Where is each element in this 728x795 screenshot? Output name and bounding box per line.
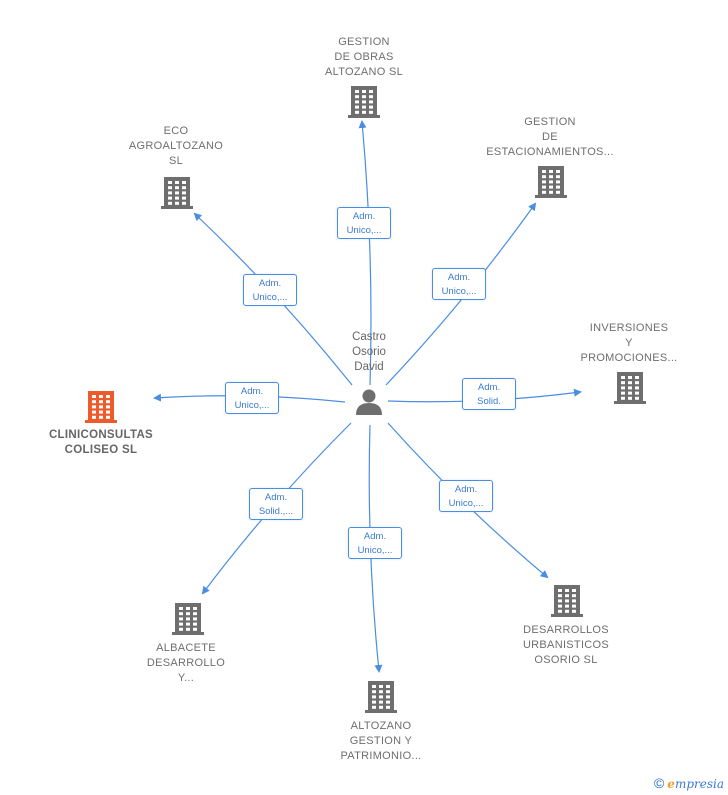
- building-icon-inversiones-promociones[interactable]: [614, 372, 646, 404]
- company-label-inversiones-promociones[interactable]: INVERSIONES Y PROMOCIONES...: [580, 322, 678, 364]
- role-badge-eco-agroaltozano[interactable]: Adm. Unico,...: [243, 274, 297, 306]
- company-label-altozano-gestion[interactable]: ALTOZANO GESTION Y PATRIMONIO...: [340, 720, 422, 762]
- person-name-label[interactable]: Castro Osorio David: [352, 331, 386, 373]
- building-icon-eco-agroaltozano[interactable]: [161, 177, 193, 209]
- brand-logo: empresia: [667, 777, 724, 791]
- company-label-desarrollos-urbanisticos[interactable]: DESARROLLOS URBANISTICOS OSORIO SL: [522, 624, 610, 666]
- building-icon-albacete-desarrollo[interactable]: [172, 603, 204, 635]
- building-icon-gestion-estacionamientos[interactable]: [535, 166, 567, 198]
- company-label-gestion-estacionamientos[interactable]: GESTION DE ESTACIONAMIENTOS...: [486, 116, 614, 158]
- building-icon-desarrollos-urbanisticos[interactable]: [551, 585, 583, 617]
- role-badge-albacete-desarrollo[interactable]: Adm. Solid.,...: [249, 488, 303, 520]
- person-icon[interactable]: [356, 389, 382, 416]
- company-label-gestion-obras[interactable]: GESTION DE OBRAS ALTOZANO SL: [324, 36, 404, 78]
- role-badge-gestion-obras[interactable]: Adm. Unico,...: [337, 207, 391, 239]
- footer-brand[interactable]: ©empresia: [654, 775, 724, 791]
- building-icon-cliniconsultas[interactable]: [85, 391, 117, 423]
- copyright-symbol: ©: [653, 775, 665, 791]
- role-badge-cliniconsultas[interactable]: Adm. Unico,...: [225, 382, 279, 414]
- company-label-albacete-desarrollo[interactable]: ALBACETE DESARROLLO Y...: [146, 642, 226, 684]
- company-label-eco-agroaltozano[interactable]: ECO AGROALTOZANO SL: [128, 125, 224, 167]
- edge-gestion-obras: [358, 120, 372, 386]
- role-badge-gestion-estacionamientos[interactable]: Adm. Unico,...: [432, 268, 486, 300]
- role-badge-desarrollos-urbanisticos[interactable]: Adm. Unico,...: [439, 480, 493, 512]
- role-badge-inversiones-promociones[interactable]: Adm. Solid.: [462, 378, 516, 410]
- role-badge-altozano-gestion[interactable]: Adm. Unico,...: [348, 527, 402, 559]
- building-icon-gestion-obras[interactable]: [348, 86, 380, 118]
- building-icon-altozano-gestion[interactable]: [365, 681, 397, 713]
- company-label-cliniconsultas[interactable]: CLINICONSULTAS COLISEO SL: [48, 429, 154, 456]
